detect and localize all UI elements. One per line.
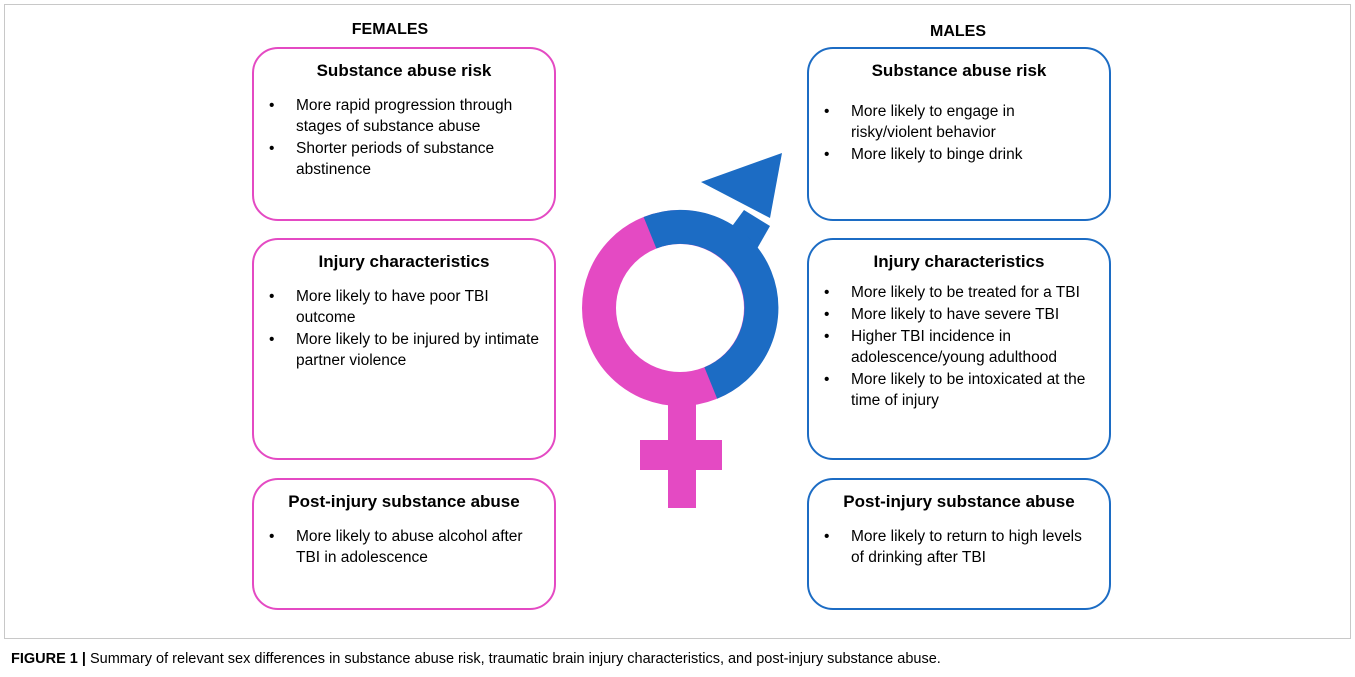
male-injury-characteristics-box: Injury characteristics More likely to be… xyxy=(807,238,1111,460)
female-cross-horizontal xyxy=(640,440,722,470)
bullet-item: More likely to abuse alcohol after TBI i… xyxy=(269,526,544,568)
bullet-item: More likely to be injured by intimate pa… xyxy=(269,329,544,371)
bullet-list: More likely to engage in risky/violent b… xyxy=(809,101,1109,165)
female-substance-abuse-risk-box: Substance abuse risk More rapid progress… xyxy=(252,47,556,221)
box-title: Post-injury substance abuse xyxy=(288,492,520,511)
bullet-item: More likely to binge drink xyxy=(824,144,1099,165)
bullet-item: More likely to be intoxicated at the tim… xyxy=(824,369,1099,411)
bullet-item: More likely to have severe TBI xyxy=(824,304,1099,325)
bullet-item: More rapid progression through stages of… xyxy=(269,95,544,137)
female-post-injury-box: Post-injury substance abuse More likely … xyxy=(252,478,556,610)
ring-male-half xyxy=(643,209,779,399)
female-injury-characteristics-box: Injury characteristics More likely to ha… xyxy=(252,238,556,460)
bullet-item: More likely to be treated for a TBI xyxy=(824,282,1099,303)
bullet-item: More likely to return to high levels of … xyxy=(824,526,1099,568)
caption-text: Summary of relevant sex differences in s… xyxy=(85,651,941,667)
bullet-list: More likely to be treated for a TBI More… xyxy=(809,282,1109,411)
male-substance-abuse-risk-box: Substance abuse risk More likely to enga… xyxy=(807,47,1111,221)
females-header: FEMALES xyxy=(351,21,429,38)
bullet-item: More likely to engage in risky/violent b… xyxy=(824,101,1099,143)
male-post-injury-box: Post-injury substance abuse More likely … xyxy=(807,478,1111,610)
males-header: MALES xyxy=(930,23,986,40)
box-title: Substance abuse risk xyxy=(316,61,492,80)
figure-caption: FIGURE 1 | Summary of relevant sex diffe… xyxy=(11,651,941,667)
bullet-list: More likely to abuse alcohol after TBI i… xyxy=(254,526,554,568)
bullet-list: More rapid progression through stages of… xyxy=(254,95,554,180)
figure-frame xyxy=(4,4,1351,639)
box-title: Injury characteristics xyxy=(318,252,490,271)
box-title: Injury characteristics xyxy=(873,252,1045,271)
bullet-item: More likely to have poor TBI outcome xyxy=(269,286,544,328)
male-arrow-head xyxy=(701,153,782,218)
caption-label: FIGURE 1 | xyxy=(11,651,86,667)
bullet-item: Shorter periods of substance abstinence xyxy=(269,138,544,180)
bullet-list: More likely to have poor TBI outcome Mor… xyxy=(254,286,554,371)
bullet-item: Higher TBI incidence in adolescence/youn… xyxy=(824,326,1099,368)
box-title: Substance abuse risk xyxy=(871,61,1047,80)
box-title: Post-injury substance abuse xyxy=(843,492,1075,511)
gender-symbol-icon xyxy=(582,153,782,508)
bullet-list: More likely to return to high levels of … xyxy=(809,526,1109,568)
